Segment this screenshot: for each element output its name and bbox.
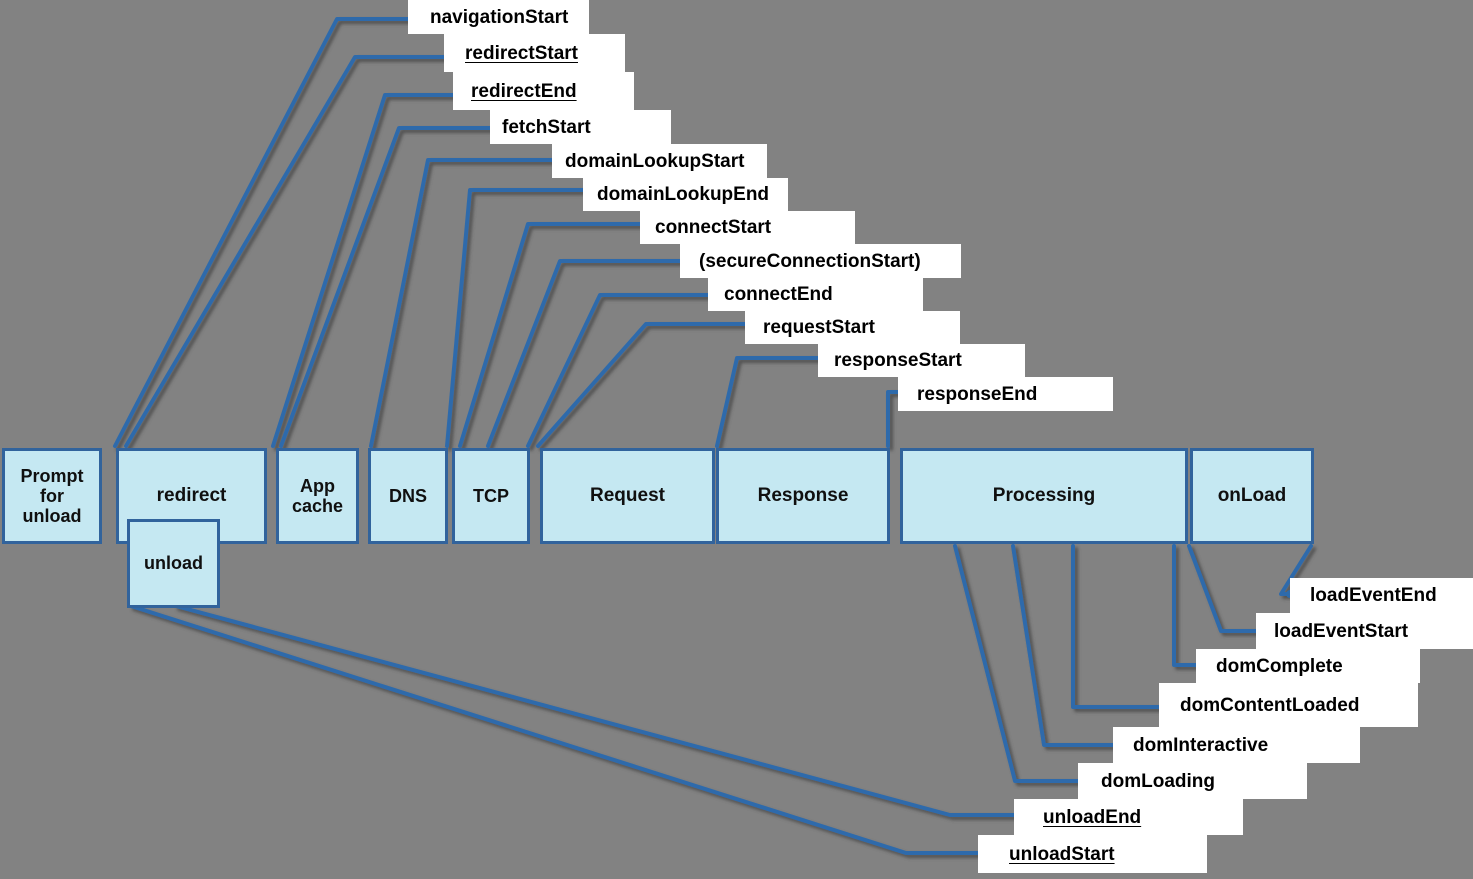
- timeline-segment-app-cache[interactable]: App cache: [276, 448, 359, 544]
- timeline-segment-processing[interactable]: Processing: [900, 448, 1188, 544]
- label-text-domainLookupStart: domainLookupStart: [565, 150, 745, 172]
- label-plate-responseStart: responseStart: [818, 344, 1025, 377]
- domComplete-wire: [1172, 544, 1202, 667]
- label-text-loadEventStart: loadEventStart: [1274, 620, 1409, 642]
- label-plate-domContentLoaded: domContentLoaded: [1159, 683, 1418, 727]
- timeline-segment-unload[interactable]: unload: [127, 519, 220, 608]
- timeline-segment-response[interactable]: Response: [716, 448, 890, 544]
- connectEnd-wire: [526, 293, 718, 448]
- bottom-connectors-group: [129, 544, 1313, 855]
- label-text-redirectEnd: redirectEnd: [471, 80, 577, 102]
- domainLookupStart-wire: [369, 158, 558, 448]
- label-text-secureConnectionStart: (secureConnectionStart): [699, 250, 921, 272]
- label-plate-redirectEnd: redirectEnd: [453, 72, 634, 110]
- label-text-domainLookupEnd: domainLookupEnd: [597, 184, 770, 205]
- label-text-loadEventEnd: loadEventEnd: [1310, 585, 1437, 606]
- label-plate-unloadStart: unloadStart: [978, 835, 1207, 873]
- label-text-responseEnd: responseEnd: [917, 383, 1038, 405]
- label-plate-fetchStart: fetchStart: [490, 110, 671, 144]
- label-plate-responseEnd: responseEnd: [898, 377, 1113, 411]
- label-plate-domComplete: domComplete: [1196, 649, 1420, 683]
- timeline-segment-label-request: Request: [590, 485, 665, 507]
- domContentLoaded-wire: [1071, 544, 1165, 709]
- label-plate-domainLookupStart: domainLookupStart: [552, 144, 767, 178]
- label-plate-domInteractive: domInteractive: [1113, 727, 1360, 763]
- unloadEnd-wire: [174, 604, 1020, 817]
- label-text-unloadStart: unloadStart: [1009, 843, 1115, 865]
- timeline-segment-label-processing: Processing: [992, 485, 1096, 507]
- label-plate-loadEventEnd: loadEventEnd: [1290, 578, 1473, 613]
- label-text-redirectStart: redirectStart: [465, 42, 578, 64]
- connectStart-wire: [458, 222, 648, 448]
- responseEnd-wire: [886, 390, 904, 448]
- redirectStart-wire: [124, 55, 454, 448]
- responseStart-wire: [715, 356, 826, 448]
- loadEventStart-wire: [1187, 544, 1264, 633]
- domInteractive-wire: [1011, 544, 1121, 747]
- label-plate-unloadEnd: unloadEnd: [1014, 799, 1243, 835]
- timeline-segment-dns[interactable]: DNS: [368, 448, 448, 544]
- label-text-domContentLoaded: domContentLoaded: [1180, 694, 1360, 716]
- label-text-requestStart: requestStart: [763, 317, 875, 338]
- label-text-domInteractive: domInteractive: [1133, 734, 1269, 756]
- label-text-connectStart: connectStart: [655, 217, 772, 238]
- timeline-segment-label-unload: unload: [144, 553, 203, 574]
- timeline-segment-request[interactable]: Request: [540, 448, 715, 544]
- label-plate-redirectStart: redirectStart: [444, 34, 625, 72]
- domainLookupEnd-wire: [445, 188, 592, 448]
- label-plate-domLoading: domLoading: [1078, 763, 1307, 799]
- redirectEnd-wire: [271, 93, 462, 448]
- label-text-unloadEnd: unloadEnd: [1043, 806, 1142, 828]
- timeline-segment-tcp[interactable]: TCP: [452, 448, 530, 544]
- label-plate-requestStart: requestStart: [745, 311, 960, 344]
- timeline-segment-prompt-for-unload[interactable]: Prompt for unload: [2, 448, 102, 544]
- label-text-connectEnd: connectEnd: [724, 284, 833, 305]
- timeline-segment-label-tcp: TCP: [473, 485, 509, 506]
- label-text-responseStart: responseStart: [834, 350, 962, 371]
- label-plate-navigationStart: navigationStart: [408, 0, 589, 34]
- timeline-segment-label-redirect: redirect: [156, 485, 227, 507]
- secureConnectionStart-wire: [486, 259, 688, 448]
- domLoading-wire: [953, 544, 1086, 783]
- requestStart-wire: [536, 322, 754, 448]
- label-plate-connectEnd: connectEnd: [708, 278, 923, 311]
- label-plate-secureConnectionStart: (secureConnectionStart): [680, 244, 961, 278]
- fetchStart-wire: [279, 126, 496, 448]
- label-plate-domainLookupEnd: domainLookupEnd: [583, 178, 788, 211]
- label-text-domLoading: domLoading: [1101, 770, 1215, 792]
- label-text-navigationStart: navigationStart: [430, 6, 569, 28]
- label-plate-loadEventStart: loadEventStart: [1256, 613, 1473, 649]
- top-connectors-group: [113, 17, 904, 448]
- timeline-segment-label-prompt-for-unload: Prompt for unload: [20, 465, 84, 527]
- label-text-fetchStart: fetchStart: [502, 116, 591, 138]
- label-text-domComplete: domComplete: [1216, 655, 1343, 677]
- unloadStart-wire: [129, 604, 986, 855]
- timeline-segment-label-app-cache: App cache: [291, 475, 344, 516]
- label-plate-connectStart: connectStart: [640, 211, 855, 244]
- timeline-segment-label-dns: DNS: [388, 485, 427, 506]
- timeline-segment-onload[interactable]: onLoad: [1190, 448, 1314, 544]
- timeline-segment-label-response: Response: [757, 485, 849, 507]
- navigationStart-wire: [113, 17, 417, 448]
- timeline-segment-label-onload: onLoad: [1217, 485, 1287, 507]
